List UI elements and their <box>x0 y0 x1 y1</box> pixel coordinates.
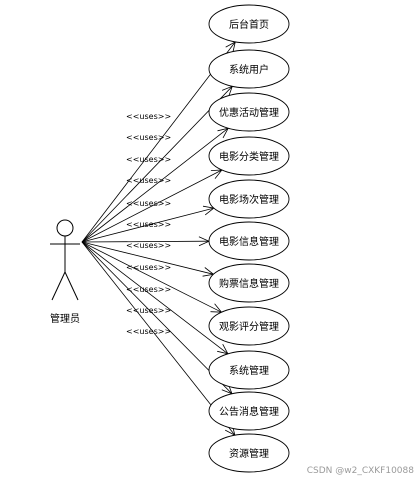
use-case-label: 公告消息管理 <box>219 405 279 418</box>
uses-stereotype-label: <<uses>> <box>126 176 171 185</box>
association-line <box>81 241 229 355</box>
use-case-label: 电影场次管理 <box>219 193 279 206</box>
association-line <box>81 241 233 395</box>
association-line <box>81 169 223 243</box>
association-line <box>81 241 222 313</box>
use-case-label: 购票信息管理 <box>219 277 279 290</box>
uses-stereotype-label: <<uses>> <box>126 306 171 315</box>
association-line <box>81 207 214 243</box>
association-line <box>81 240 210 243</box>
actor-left-leg <box>51 271 66 301</box>
association-line <box>81 241 236 436</box>
actor-figure <box>50 219 80 301</box>
actor-right-leg <box>64 271 79 301</box>
use-case-ellipse <box>208 4 290 44</box>
association-line <box>81 127 229 243</box>
use-cases: 后台首页系统用户优惠活动管理电影分类管理电影场次管理电影信息管理购票信息管理观影… <box>208 4 290 473</box>
use-case-label: 系统用户 <box>229 63 269 76</box>
use-case-label: 电影分类管理 <box>219 150 279 163</box>
uses-stereotype-label: <<uses>> <box>126 155 171 164</box>
use-case-ellipse <box>208 179 290 219</box>
use-case-label: 电影信息管理 <box>219 235 279 248</box>
associations: <<uses>> <<uses>> <<uses>> <<uses>> <<uses>>… <box>81 41 236 436</box>
use-case-label: 优惠活动管理 <box>219 106 279 119</box>
actor-head <box>56 219 74 237</box>
uses-stereotype-label: <<uses>> <box>126 133 171 142</box>
watermark: CSDN @w2_CXKF10088 <box>307 466 415 476</box>
use-case-ellipse <box>208 350 290 390</box>
uses-stereotype-label: <<uses>> <box>126 263 171 272</box>
use-case-ellipse <box>208 391 290 431</box>
use-case-label: 观影评分管理 <box>219 320 279 333</box>
use-case-label: 后台首页 <box>229 18 269 31</box>
uses-stereotype-label: <<uses>> <box>126 241 171 250</box>
use-case-ellipse <box>208 306 290 346</box>
use-case-ellipse <box>208 263 290 303</box>
use-case-ellipse <box>208 49 290 89</box>
use-case-ellipse <box>208 221 290 261</box>
uses-stereotype-label: <<uses>> <box>126 285 171 294</box>
use-case-ellipse <box>208 92 290 132</box>
use-case-label: 系统管理 <box>229 364 269 377</box>
use-case-label: 资源管理 <box>229 447 269 460</box>
association-line <box>81 241 214 275</box>
association-line <box>81 41 236 243</box>
use-case-ellipse <box>208 433 290 473</box>
uses-stereotype-label: <<uses>> <box>126 327 171 336</box>
actor-label: 管理员 <box>50 312 80 325</box>
uses-stereotype-label: <<uses>> <box>126 220 171 229</box>
uses-stereotype-label: <<uses>> <box>126 112 171 121</box>
association-line <box>81 86 233 243</box>
uses-stereotype-label: <<uses>> <box>126 199 171 208</box>
use-case-ellipse <box>208 136 290 176</box>
